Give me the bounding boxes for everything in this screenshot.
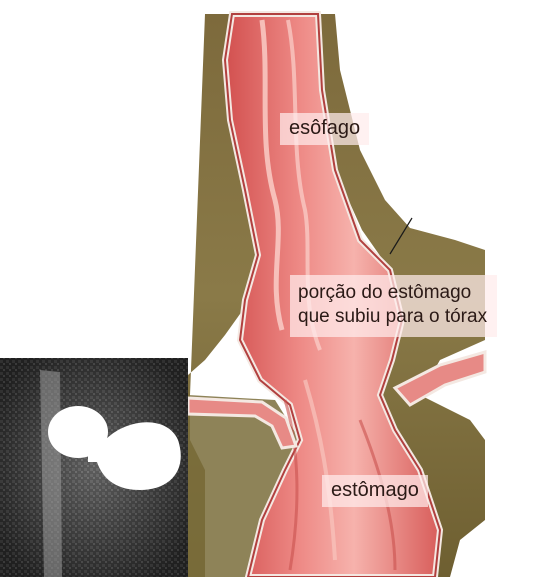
herniated-stomach-label: porção do estômago que subiu para o tóra… — [290, 275, 497, 337]
herniated-stomach-label-line-1: porção do estômago — [298, 281, 487, 305]
herniated-stomach-label-line-2: que subiu para o tórax — [298, 305, 487, 329]
xray-image — [0, 358, 188, 577]
stomach-label: estômago — [322, 475, 428, 507]
esophagus-label: esôfago — [280, 113, 369, 145]
